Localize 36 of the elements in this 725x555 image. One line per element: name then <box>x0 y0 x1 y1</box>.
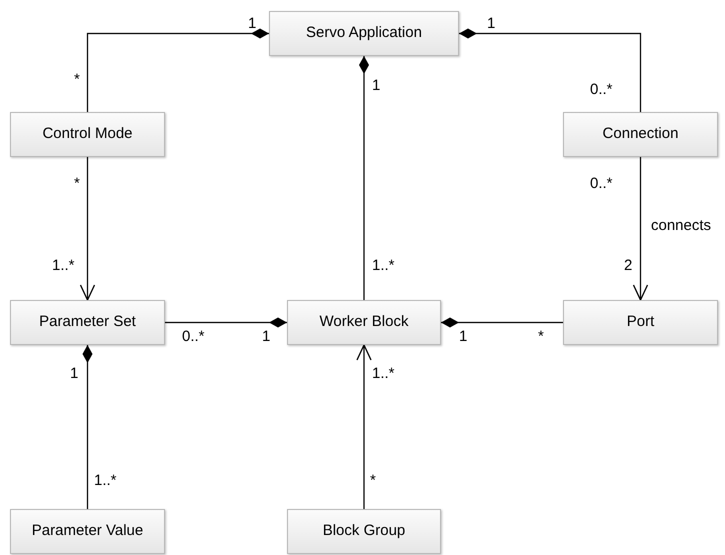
class-box: Port <box>563 300 718 345</box>
multiplicity-label: 1..* <box>52 258 75 273</box>
multiplicity-label: 1 <box>262 329 270 344</box>
composition-line <box>441 318 563 328</box>
multiplicity-label: 2 <box>624 258 632 273</box>
class-box: Connection <box>563 112 718 157</box>
association-arrow <box>356 344 372 509</box>
association-arrow <box>80 157 96 301</box>
multiplicity-label: * <box>538 329 544 344</box>
multiplicity-label: 1 <box>248 16 256 31</box>
multiplicity-label: 0..* <box>590 82 613 97</box>
edge-label: connects <box>651 218 712 233</box>
multiplicity-label: * <box>74 176 80 191</box>
class-box: Parameter Value <box>10 509 165 554</box>
multiplicity-label: 0..* <box>590 176 613 191</box>
multiplicity-label: 1 <box>372 78 380 93</box>
composition-line <box>86 28 269 112</box>
composition-line <box>359 56 369 300</box>
multiplicity-label: * <box>74 72 80 87</box>
multiplicity-label: 1..* <box>372 258 395 273</box>
multiplicity-label: 0..* <box>182 329 205 344</box>
class-box: Block Group <box>287 509 441 554</box>
multiplicity-label: 1..* <box>94 473 117 488</box>
multiplicity-label: 1 <box>487 16 496 31</box>
class-box: Parameter Set <box>10 300 165 345</box>
class-box: Servo Application <box>269 11 459 56</box>
composition-line <box>459 28 642 112</box>
composition-line <box>82 345 92 509</box>
multiplicity-label: * <box>370 473 376 488</box>
class-box: Worker Block <box>287 300 441 345</box>
multiplicity-label: 1..* <box>372 366 395 381</box>
association-arrow <box>632 157 648 301</box>
composition-line <box>165 318 287 328</box>
multiplicity-label: 1 <box>459 329 468 344</box>
class-box: Control Mode <box>10 112 165 157</box>
multiplicity-label: 1 <box>70 366 78 381</box>
